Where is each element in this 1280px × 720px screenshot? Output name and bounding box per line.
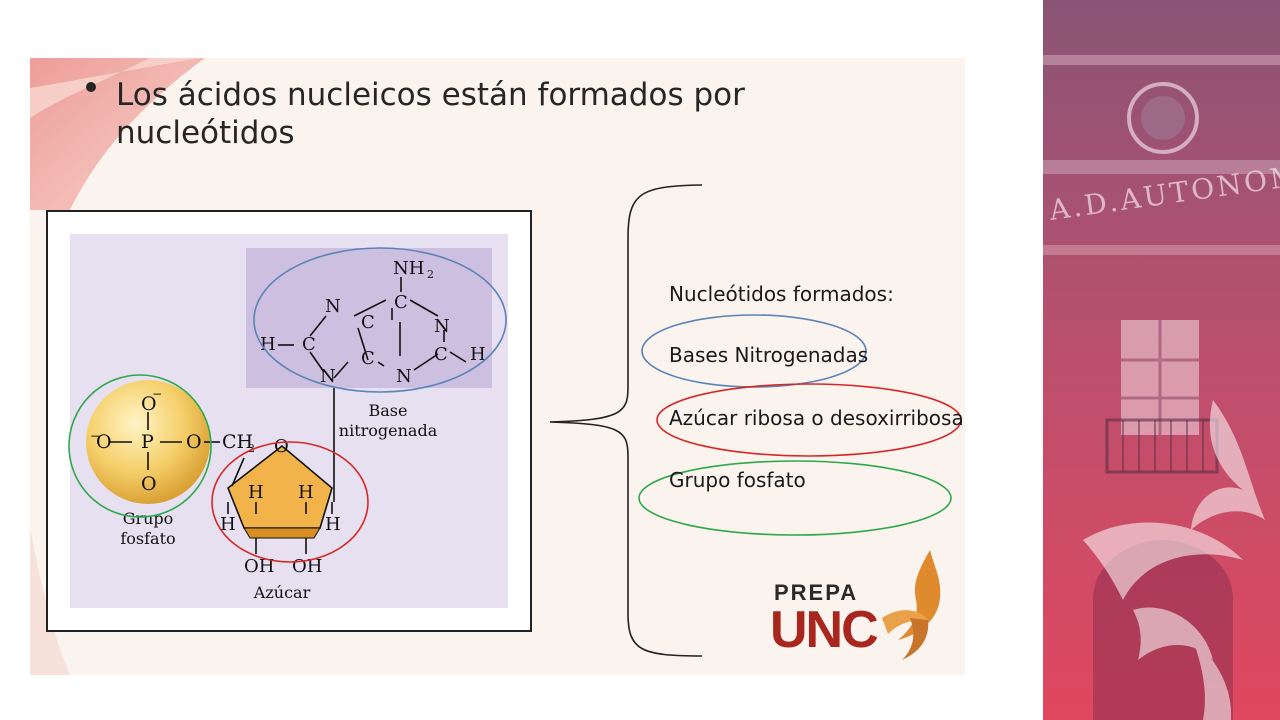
sugar-oh: OH	[244, 556, 274, 577]
bullet-point-icon	[86, 82, 96, 92]
phosphate-o-bottom: O	[141, 473, 157, 495]
adenine-structure	[278, 277, 467, 502]
sugar-h: H	[220, 514, 236, 535]
ch2-label: CH	[222, 431, 253, 453]
sugar-bonds	[227, 457, 333, 554]
sugar-highlight-ellipse	[211, 441, 369, 563]
phosphate-o-left: O	[96, 431, 112, 453]
nucleotide-diagram: NH 2 N C N C C H C H C N N Base nitrogen…	[68, 234, 508, 608]
bird-watermark-icon	[1083, 400, 1265, 720]
list-item-sugar: Azúcar ribosa o desoxirribosa	[669, 406, 964, 430]
phosphate-o-bridge: O	[186, 431, 202, 453]
phosphate-p: P	[141, 431, 154, 453]
sugar-list-highlight-ellipse	[656, 383, 962, 457]
list-item-bases: Bases Nitrogenadas	[669, 343, 869, 367]
atom-label: C	[394, 292, 408, 313]
logo-text-unc: UNC	[770, 601, 879, 659]
bird-logo-icon	[882, 550, 941, 660]
list-item-phosphate: Grupo fosfato	[669, 468, 806, 492]
slide: Los ácidos nucleicos están formados por …	[30, 58, 965, 675]
phosphate-list-highlight-ellipse	[638, 460, 952, 536]
atom-label: C	[361, 348, 375, 369]
atom-label: H	[470, 344, 486, 365]
atom-label: C	[361, 312, 375, 333]
slide-decoration	[30, 58, 205, 675]
atom-label: N	[320, 366, 336, 387]
prepa-unc-logo: PREPA UNC	[770, 548, 950, 663]
atom-label: N	[325, 296, 341, 317]
atom-label: C	[302, 334, 316, 355]
base-caption-line2: nitrogenada	[339, 421, 438, 440]
phosphate-caption-line2: fosfato	[120, 529, 175, 548]
sugar-caption: Azúcar	[253, 583, 311, 602]
base-caption-line1: Base	[369, 401, 408, 420]
atom-label: H	[260, 334, 276, 355]
svg-text:−: −	[90, 429, 100, 443]
sugar-h: H	[298, 482, 314, 503]
atom-label: N	[396, 366, 412, 387]
atom-label: C	[434, 344, 448, 365]
sugar-h: H	[325, 514, 341, 535]
phosphate-bonds	[110, 412, 220, 470]
nh2-label: NH	[393, 258, 424, 279]
ch2-subscript: 2	[248, 442, 255, 455]
logo-text-prepa: PREPA	[774, 580, 859, 605]
building-photo: A.D.AUTONOMA	[1043, 0, 1280, 720]
building-photo-panel: A.D.AUTONOMA	[1043, 0, 1280, 720]
nucleotide-diagram-frame: NH 2 N C N C C H C H C N N Base nitrogen…	[46, 210, 532, 632]
list-heading: Nucleótidos formados:	[669, 282, 894, 306]
svg-text:−: −	[152, 387, 162, 401]
base-highlight-ellipse	[253, 247, 507, 393]
phosphate-sphere	[86, 380, 210, 504]
atom-label: N	[434, 316, 450, 337]
phosphate-highlight-circle	[68, 374, 212, 518]
ring-oxygen: O	[274, 436, 289, 457]
slide-bullet-text: Los ácidos nucleicos están formados por …	[116, 77, 745, 151]
nh2-subscript: 2	[427, 268, 434, 281]
phosphate-o-top: O	[141, 393, 157, 415]
curly-brace	[549, 184, 962, 657]
sugar-h: H	[248, 482, 264, 503]
